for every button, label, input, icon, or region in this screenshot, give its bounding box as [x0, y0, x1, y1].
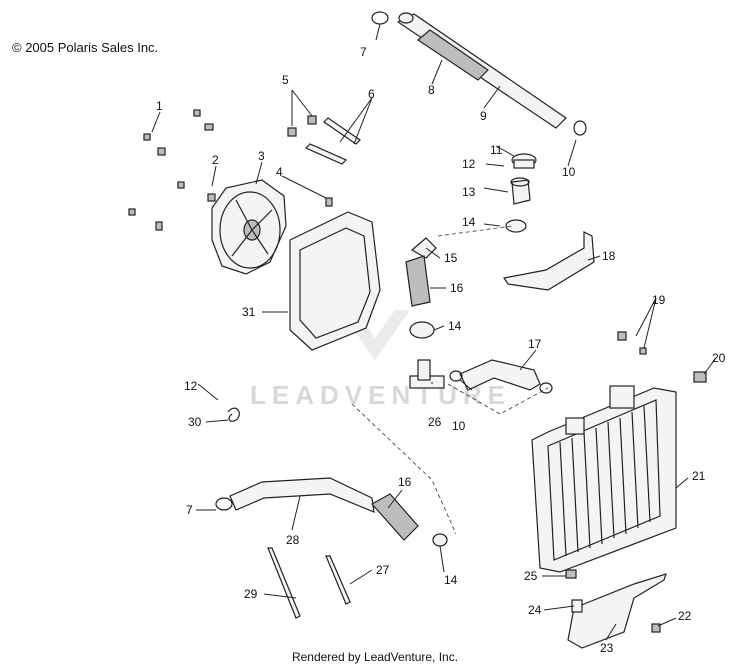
- callout-6: 6: [368, 87, 375, 101]
- callout-12: 12: [184, 379, 198, 393]
- callout-27: 27: [376, 563, 390, 577]
- leader-lines: [151, 23, 717, 641]
- callout-25: 25: [524, 569, 538, 583]
- callout-30: 30: [188, 415, 202, 429]
- fan-assembly: [211, 179, 287, 275]
- watermark-text: LEADVENTURE: [250, 380, 512, 410]
- rods: [267, 547, 351, 619]
- callout-labels: 1 2 3 4 5 6 7 8 9 10 11 12 13 14 14 14 1…: [156, 45, 726, 655]
- callout-3: 3: [258, 149, 265, 163]
- fasteners-left: [128, 109, 333, 231]
- callout-21: 21: [692, 469, 706, 483]
- callout-17: 17: [528, 337, 542, 351]
- upper-hose: [396, 12, 567, 129]
- tee-fitting: [409, 359, 445, 389]
- callout-7: 7: [360, 45, 367, 59]
- callout-10: 10: [562, 165, 576, 179]
- callout-13: 13: [462, 185, 476, 199]
- callout-22: 22: [678, 609, 692, 623]
- callout-24: 24: [528, 603, 542, 617]
- hose-15-16: [405, 237, 437, 307]
- callout-28: 28: [286, 533, 300, 547]
- callout-12: 12: [462, 157, 476, 171]
- clamp-14-low: [432, 533, 448, 547]
- callout-16: 16: [398, 475, 412, 489]
- fan-shroud: [289, 211, 381, 351]
- radiator: [531, 385, 677, 573]
- clamp-14-mid: [409, 321, 435, 339]
- footer-credit: Rendered by LeadVenture, Inc.: [291, 650, 459, 664]
- callout-8: 8: [428, 83, 435, 97]
- radiator-cap: [511, 153, 537, 169]
- callout-16: 16: [450, 281, 464, 295]
- callout-2: 2: [212, 153, 219, 167]
- callout-10: 10: [452, 419, 466, 433]
- fasteners-right: [617, 331, 707, 383]
- callout-7: 7: [186, 503, 193, 517]
- callout-18: 18: [602, 249, 616, 263]
- filler-neck: [510, 177, 531, 205]
- bracket: [502, 231, 595, 291]
- hose-17: [449, 359, 553, 394]
- callout-14: 14: [448, 319, 462, 333]
- callout-4: 4: [276, 165, 283, 179]
- callout-5: 5: [282, 73, 289, 87]
- callout-14: 14: [462, 215, 476, 229]
- lower-hose: [215, 477, 419, 541]
- clip: [227, 407, 240, 422]
- callout-15: 15: [444, 251, 458, 265]
- copyright-notice: © 2005 Polaris Sales Inc.: [12, 40, 159, 55]
- callout-29: 29: [244, 587, 258, 601]
- callout-14: 14: [444, 573, 458, 587]
- callout-1: 1: [156, 99, 163, 113]
- pins: [304, 117, 361, 165]
- callout-11: 11: [490, 143, 503, 157]
- callout-19: 19: [652, 293, 666, 307]
- lower-bracket: [565, 569, 667, 649]
- callout-20: 20: [712, 351, 726, 365]
- callout-23: 23: [600, 641, 614, 655]
- callout-26: 26: [428, 415, 442, 429]
- routing-lines: [351, 225, 549, 535]
- callout-9: 9: [480, 109, 487, 123]
- clamp-14-top: [505, 219, 527, 233]
- callout-31: 31: [242, 305, 256, 319]
